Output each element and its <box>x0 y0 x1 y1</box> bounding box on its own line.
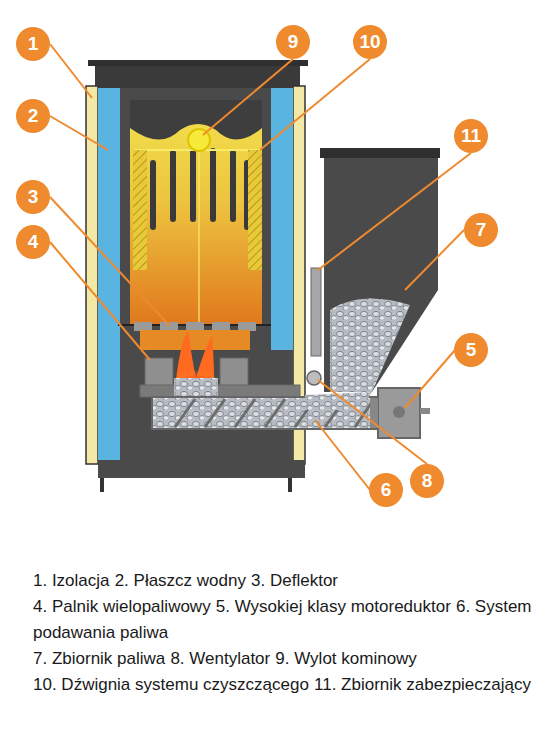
callout-circle <box>16 99 50 133</box>
part-name: 10. Dźwignia systemu czyszczącego <box>33 675 309 694</box>
foot <box>288 478 292 492</box>
callout-number: 4 <box>16 225 50 259</box>
callout-circle <box>16 225 50 259</box>
top-cap <box>88 60 308 66</box>
callout-number: 3 <box>16 180 50 214</box>
part-name: 11. Zbiornik zabezpieczający <box>314 675 531 694</box>
safety-tank <box>311 268 321 356</box>
callout-number: 4 <box>16 225 50 259</box>
part-name: 2. Płaszcz wodny <box>115 571 246 590</box>
callout-number: 6 <box>369 473 403 507</box>
part-name: 1. Izolacja <box>33 571 110 590</box>
pellets <box>330 299 410 392</box>
callout-number: 9 <box>276 25 310 59</box>
deflector <box>118 322 271 331</box>
callout-number: 1 <box>16 27 50 61</box>
burner <box>140 358 300 397</box>
callout-number: 6 <box>369 473 403 507</box>
callout-number: 11 <box>454 119 488 153</box>
part-name: 5. Wysokiej klasy motoreduktor <box>216 597 451 616</box>
part-name: 4. Palnik wielopaliwowy <box>33 597 211 616</box>
callout-number: 8 <box>410 464 444 498</box>
callout-circle <box>16 27 50 61</box>
callout-circle <box>454 333 488 367</box>
callout-circle <box>464 213 498 247</box>
boiler-base <box>98 460 305 478</box>
list-line: 10. Dźwignia systemu czyszczącego 11. Zbi… <box>33 672 538 698</box>
callout-circle <box>16 180 50 214</box>
callout-circle <box>369 473 403 507</box>
fan <box>307 371 321 385</box>
callout-circle <box>276 25 310 59</box>
callout-circle <box>353 25 387 59</box>
callout-number: 5 <box>454 333 488 367</box>
callout-number: 10 <box>353 25 387 59</box>
cleaning-lever <box>133 150 262 325</box>
part-name: 9. Wylot kominowy <box>275 649 417 668</box>
callout-number: 3 <box>16 180 50 214</box>
parts-list: 1. Izolacja 2. Płaszcz wodny 3. Deflektor 4… <box>33 568 538 698</box>
callout-number: 9 <box>276 25 310 59</box>
hopper-lid <box>320 148 440 158</box>
water-jacket <box>98 88 120 460</box>
callout-number: 2 <box>16 99 50 133</box>
callout-number: 7 <box>464 213 498 247</box>
callout-number: 11 <box>454 119 488 153</box>
part-name: 3. Deflektor <box>251 571 338 590</box>
callout-number: 1 <box>16 27 50 61</box>
list-line: 1. Izolacja 2. Płaszcz wodny 3. Deflektor <box>33 568 538 594</box>
list-line: 4. Palnik wielopaliwowy 5. Wysokiej klasy… <box>33 594 538 646</box>
burner-fuel <box>174 378 218 398</box>
part-name: 8. Wentylator <box>170 649 270 668</box>
callout-number: 10 <box>353 25 387 59</box>
callout-circle <box>410 464 444 498</box>
callout-number: 8 <box>410 464 444 498</box>
callout-circle <box>454 119 488 153</box>
part-name: 7. Zbiornik paliwa <box>33 649 165 668</box>
leader-lines <box>50 44 471 490</box>
turbulators <box>150 148 250 230</box>
foot <box>100 478 104 492</box>
callout-number: 2 <box>16 99 50 133</box>
combustion-chamber <box>130 100 262 325</box>
callout-number: 7 <box>464 213 498 247</box>
motor-hub <box>393 406 405 418</box>
flame-zone <box>140 330 250 350</box>
water-jacket <box>271 88 293 350</box>
list-line: 7. Zbiornik paliwa 8. Wentylator 9. Wylot … <box>33 646 538 672</box>
callout-number: 5 <box>454 333 488 367</box>
motor-shaft <box>420 408 430 414</box>
